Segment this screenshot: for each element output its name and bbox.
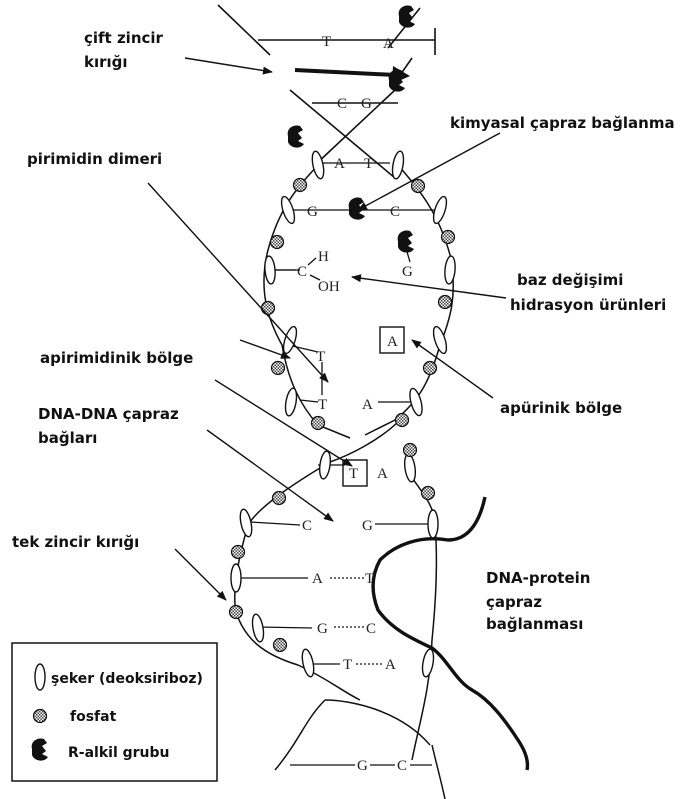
label-apurinic: apürinik bölge <box>500 396 622 420</box>
label-apyrimidinic: apirimidinik bölge <box>40 346 193 370</box>
annotation-arrows <box>148 58 506 600</box>
base-g3: G <box>402 264 413 280</box>
base-a-box: A <box>387 334 398 350</box>
label-pyrimidine-dimer: pirimidin dimeri <box>27 147 162 171</box>
base-c3: C <box>297 264 307 280</box>
base-c6: C <box>397 758 407 774</box>
sugar-12 <box>403 453 417 482</box>
base-t4: T <box>318 397 327 413</box>
label-chemical-crosslink: kimyasal çapraz bağlanma <box>450 111 675 135</box>
base-g6: G <box>357 758 368 774</box>
legend-sugar-icon <box>35 664 45 690</box>
sugar-16 <box>251 613 266 642</box>
label-dna-protein-1: DNA-protein <box>486 566 590 590</box>
base-g5: G <box>317 621 328 637</box>
label-ds-break-2: kırığı <box>84 50 128 74</box>
base-t3: T <box>316 349 325 365</box>
label-base-change-2: hidrasyon ürünleri <box>510 293 666 317</box>
label-dna-protein-3: bağlanması <box>486 612 583 636</box>
phosphate-4 <box>442 231 455 244</box>
sugar-5 <box>264 256 276 285</box>
base-a1: A <box>383 36 394 52</box>
base-a2: A <box>334 156 345 172</box>
sugar-17 <box>300 648 316 677</box>
label-base-change-1: baz değişimi <box>517 268 623 292</box>
sugar-14 <box>428 510 438 538</box>
legend-phosphate-icon <box>34 710 47 723</box>
base-t1: T <box>322 34 331 50</box>
base-a6: A <box>385 657 396 673</box>
phosphate-2 <box>412 180 425 193</box>
phosphate-6 <box>439 296 452 309</box>
base-a3: A <box>362 397 373 413</box>
phosphate-3 <box>271 236 284 249</box>
base-g2: G <box>307 204 318 220</box>
base-h: H <box>318 249 329 265</box>
phosphate-11 <box>273 492 286 505</box>
label-ss-break: tek zincir kırığı <box>12 530 139 554</box>
alkyl-group-3 <box>288 125 304 147</box>
base-c4: C <box>302 518 312 534</box>
phosphate-16 <box>404 444 417 457</box>
base-c5: C <box>366 621 376 637</box>
phosphate-12 <box>422 487 435 500</box>
alkyl-group-5 <box>398 230 414 252</box>
sugar-11 <box>318 450 332 479</box>
phosphate-8 <box>424 362 437 375</box>
phosphate-15 <box>274 639 287 652</box>
legend-phosphate-label: fosfat <box>70 709 117 725</box>
phosphate-5 <box>262 302 275 315</box>
label-dna-dna-1: DNA-DNA çapraz <box>38 402 179 426</box>
sugar-2 <box>391 150 406 179</box>
sugar-6 <box>444 256 456 285</box>
sugar-9 <box>284 387 299 416</box>
alkyl-group-2 <box>389 69 405 91</box>
base-t-box: T <box>349 466 358 482</box>
alkyl-group-4 <box>349 197 365 219</box>
phosphate-7 <box>272 362 285 375</box>
label-dna-dna-2: bağları <box>38 426 97 450</box>
hydration-product <box>268 258 320 280</box>
phosphate-1 <box>294 179 307 192</box>
label-ds-break-1: çift zincir <box>84 26 163 50</box>
phosphate-14 <box>230 606 243 619</box>
base-a4: A <box>377 466 388 482</box>
base-t6: T <box>343 657 352 673</box>
base-c1: C <box>337 96 347 112</box>
base-oh: OH <box>318 279 340 295</box>
base-t5: T <box>365 571 374 587</box>
base-t2: T <box>364 156 373 172</box>
legend-sugar-label: şeker (deoksiriboz) <box>51 671 203 687</box>
label-dna-protein-2: çapraz <box>486 590 542 614</box>
phosphate-9 <box>312 417 325 430</box>
base-g4: G <box>362 518 373 534</box>
legend-alkyl-label: R-alkil grubu <box>68 745 170 761</box>
sugar-15 <box>231 564 241 592</box>
break-thick-arrow <box>295 70 395 75</box>
phosphate-10 <box>396 414 409 427</box>
base-g1: G <box>361 96 372 112</box>
sugars <box>231 150 456 677</box>
sugar-18 <box>421 648 436 677</box>
phosphate-13 <box>232 546 245 559</box>
base-c2: C <box>390 204 400 220</box>
sugar-13 <box>238 508 254 537</box>
sugar-1 <box>310 150 326 179</box>
base-a5: A <box>312 571 323 587</box>
